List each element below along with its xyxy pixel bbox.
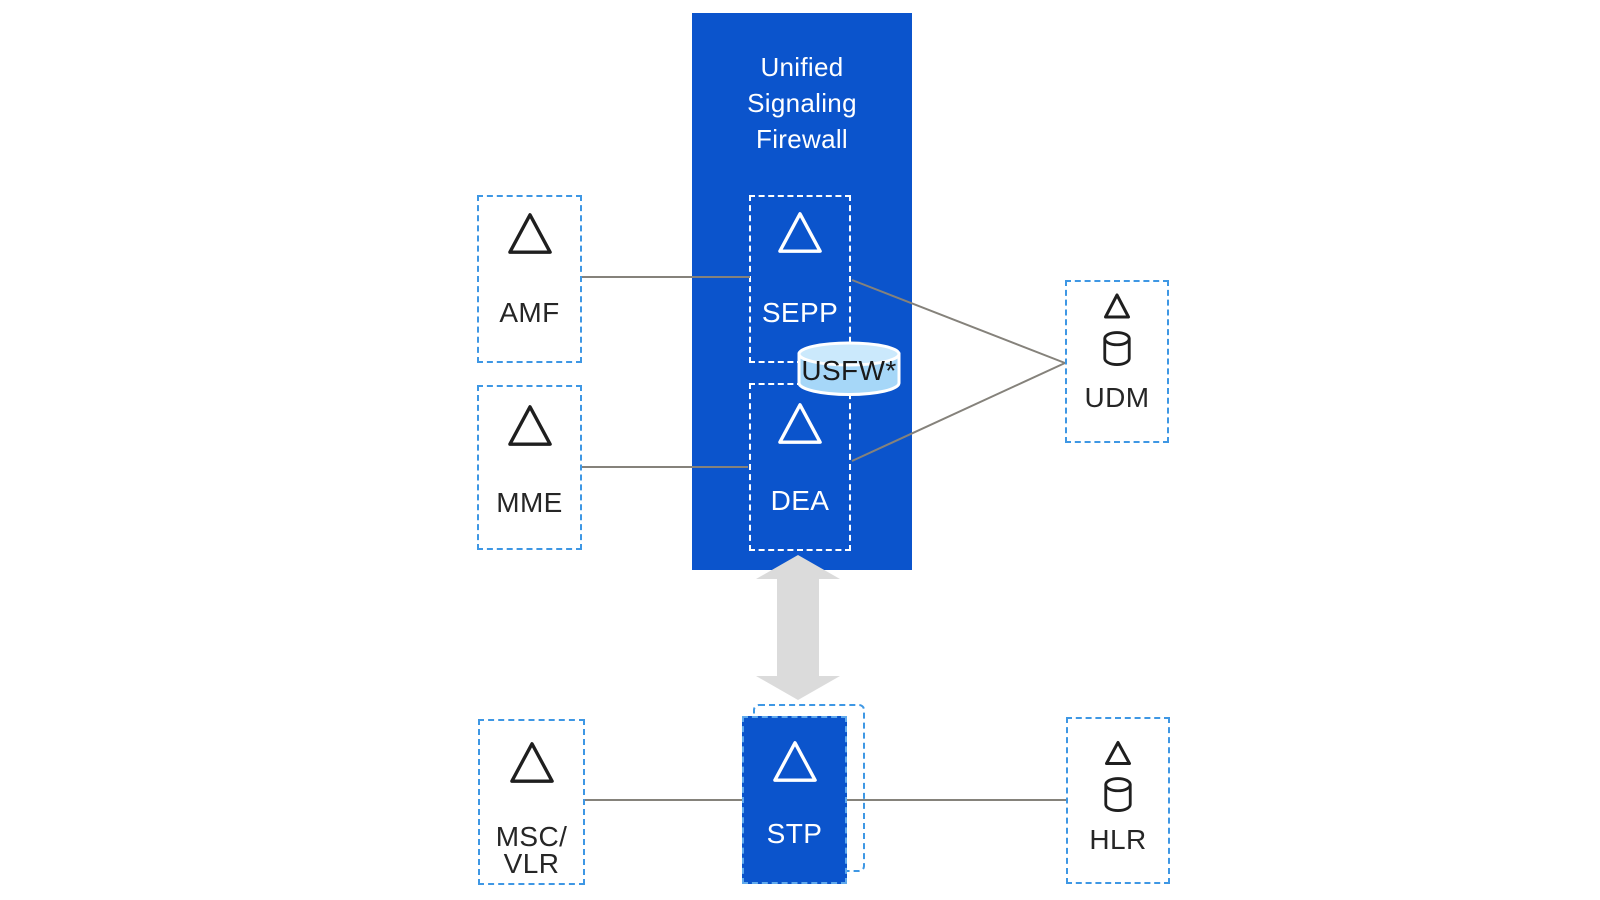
node-msc-vlr: MSC/ VLR <box>478 719 585 885</box>
node-hlr: HLR <box>1066 717 1170 884</box>
node-udm-label: UDM <box>1084 382 1150 413</box>
node-sepp-label: SEPP <box>761 297 839 328</box>
node-dea: DEA <box>749 383 851 551</box>
triangle-icon <box>751 400 849 446</box>
unified-signaling-firewall-box: Unified Signaling Firewall SEPP DEA <box>692 13 912 570</box>
node-mme: MME <box>477 385 582 550</box>
triangle-icon <box>479 402 580 448</box>
firewall-title: Unified Signaling Firewall <box>747 52 857 154</box>
triangle-icon <box>479 210 580 256</box>
triangle-icon <box>1067 292 1167 320</box>
node-mme-label: MME <box>496 487 563 518</box>
database-icon <box>1067 330 1167 368</box>
node-udm: UDM <box>1065 280 1169 443</box>
usfw-cylinder: USFW* <box>795 340 903 398</box>
database-icon <box>1068 776 1168 814</box>
node-dea-label: DEA <box>770 485 830 516</box>
node-hlr-label: HLR <box>1089 824 1147 855</box>
node-amf-label: AMF <box>499 297 560 328</box>
bidirectional-arrow-icon <box>756 555 840 700</box>
node-stp-label: STP <box>766 818 823 849</box>
node-sepp: SEPP <box>749 195 851 363</box>
node-amf: AMF <box>477 195 582 363</box>
usfw-label: USFW* <box>801 355 897 386</box>
node-stp: STP <box>742 716 847 884</box>
node-msc-vlr-label: MSC/ VLR <box>495 821 568 879</box>
triangle-icon <box>751 209 849 255</box>
triangle-icon <box>1068 740 1168 766</box>
triangle-icon <box>744 738 845 784</box>
triangle-icon <box>480 739 583 785</box>
